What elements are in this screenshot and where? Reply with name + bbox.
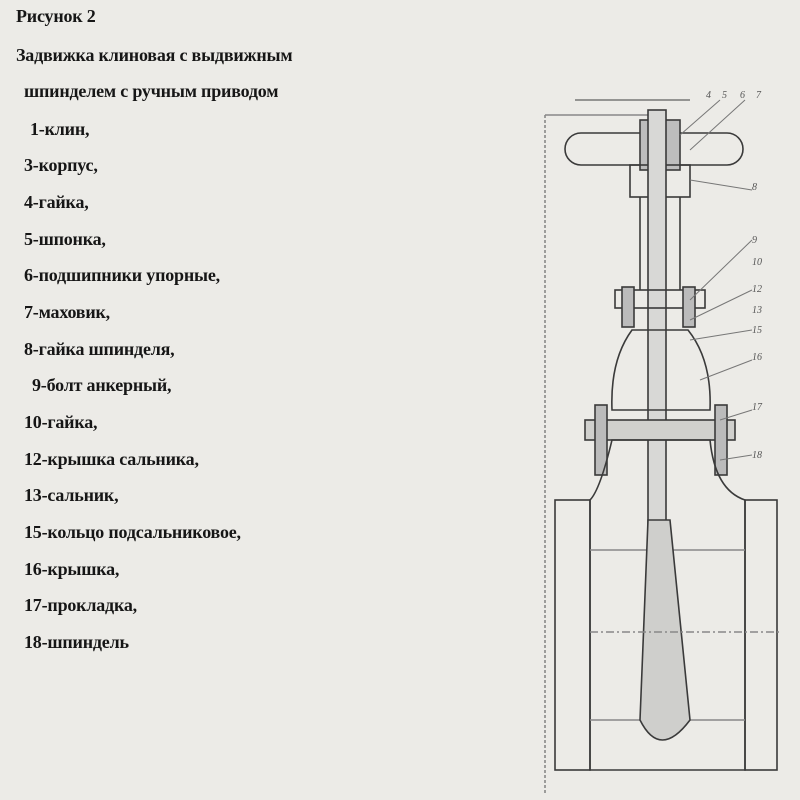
part-item: 15-кольцо подсальниковое, bbox=[24, 522, 241, 542]
part-item: 13-сальник, bbox=[24, 485, 119, 505]
callout-label: 17 bbox=[752, 402, 763, 413]
spindle bbox=[647, 109, 667, 531]
figure-title-line2: шпинделем с ручным приводом bbox=[24, 81, 279, 101]
callout-label: 12 bbox=[752, 284, 762, 295]
part-item: 6-подшипники упорные, bbox=[24, 265, 220, 285]
callout-label: 18 bbox=[752, 450, 762, 461]
part-item: 16-крышка, bbox=[24, 559, 120, 579]
part-item: 12-крышка сальника, bbox=[24, 449, 199, 469]
callout-label: 15 bbox=[752, 325, 762, 336]
callout-label: 9 bbox=[752, 235, 757, 246]
figure-label: Рисунок 2 bbox=[16, 6, 96, 26]
wedge bbox=[639, 519, 691, 741]
callout-label: 4 bbox=[706, 90, 711, 101]
left-flange bbox=[554, 499, 591, 771]
part-item: 8-гайка шпинделя, bbox=[24, 339, 175, 359]
callout-label: 5 bbox=[722, 90, 727, 101]
part-item: 17-прокладка, bbox=[24, 595, 137, 615]
callout-label: 13 bbox=[752, 305, 762, 316]
part-item: 1-клин, bbox=[30, 119, 90, 139]
callout-label: 7 bbox=[756, 90, 762, 101]
bonnet bbox=[611, 329, 711, 411]
callout-label: 6 bbox=[740, 90, 745, 101]
part-item: 4-гайка, bbox=[24, 192, 89, 212]
right-flange bbox=[744, 499, 778, 771]
callout-label: 8 bbox=[752, 182, 757, 193]
anchor-bolt bbox=[682, 286, 696, 328]
gland-flange bbox=[614, 289, 706, 309]
part-item: 18-шпиндель bbox=[24, 632, 129, 652]
part-item: 10-гайка, bbox=[24, 412, 98, 432]
callout-label: 16 bbox=[752, 352, 762, 363]
part-item: 7-маховик, bbox=[24, 302, 110, 322]
part-item: 5-шпонка, bbox=[24, 229, 106, 249]
figure-title-line1: Задвижка клиновая с выдвижным bbox=[16, 45, 293, 65]
part-item: 3-корпус, bbox=[24, 155, 98, 175]
callout-label: 10 bbox=[752, 257, 762, 268]
part-item: 9-болт анкерный, bbox=[32, 375, 172, 395]
anchor-bolt bbox=[621, 286, 635, 328]
